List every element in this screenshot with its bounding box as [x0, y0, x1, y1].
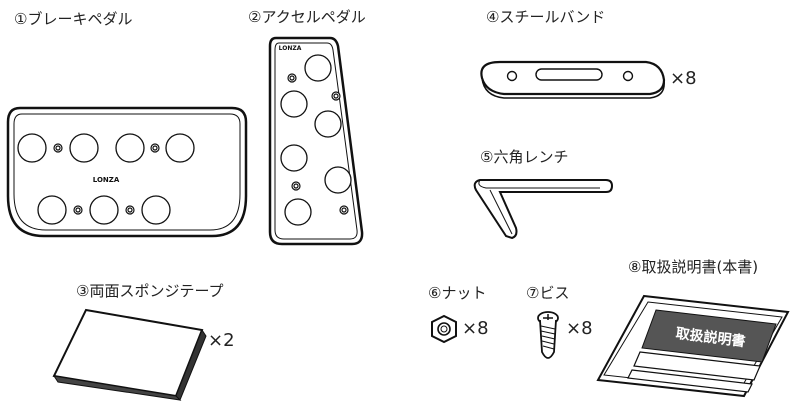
- qty-nut: ×8: [462, 318, 489, 339]
- label-accel-pedal: ②アクセルペダル: [248, 8, 366, 26]
- qty-sponge-tape: ×2: [208, 330, 235, 351]
- label-steel-band: ④スチールバンド: [486, 8, 606, 26]
- label-manual: ⑧取扱説明書(本書): [628, 258, 759, 276]
- label-hex-wrench: ⑤六角レンチ: [480, 148, 569, 166]
- label-screw: ⑦ビス: [526, 284, 570, 302]
- accel-pedal-logo: LONZA: [279, 45, 302, 52]
- qty-steel-band: ×8: [670, 68, 697, 89]
- label-nut: ⑥ナット: [428, 284, 487, 302]
- qty-screw: ×8: [566, 318, 593, 339]
- label-brake-pedal: ①ブレーキペダル: [14, 10, 133, 28]
- label-sponge-tape: ③両面スポンジテープ: [76, 282, 224, 300]
- brake-pedal-logo: LONZA: [93, 176, 120, 184]
